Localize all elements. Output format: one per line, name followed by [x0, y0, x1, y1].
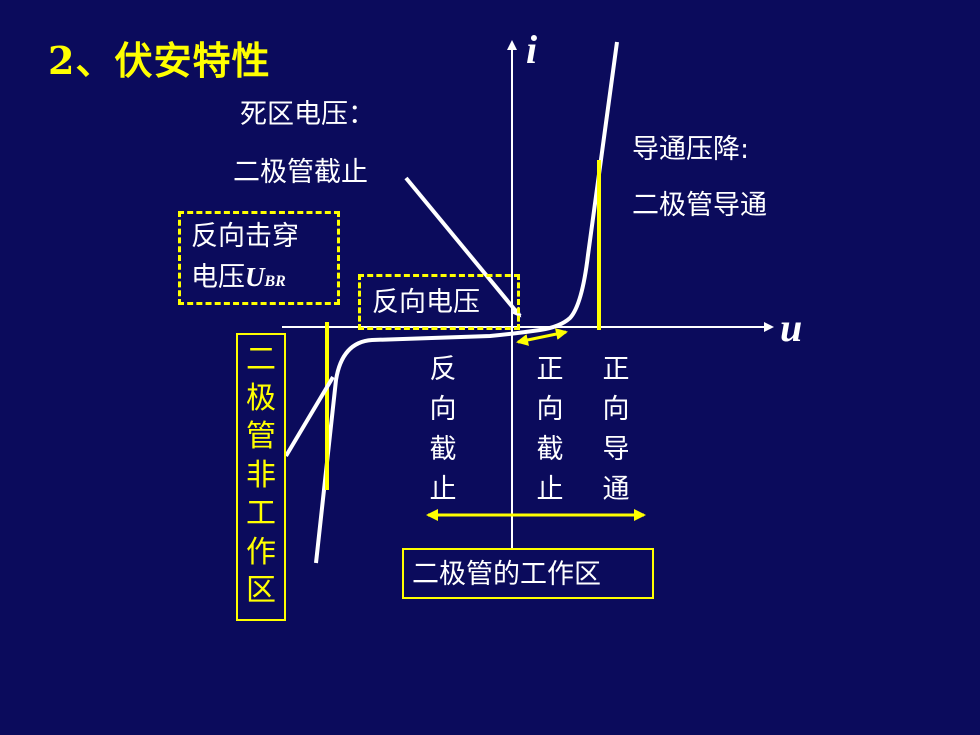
working-region-label: 二极管的工作区 [412, 559, 601, 590]
reverse-voltage-label: 反向电压 [372, 287, 480, 318]
u-axis-label: u [780, 305, 803, 350]
diode-conducting-label: 二极管导通 [632, 190, 767, 221]
reverse-breakdown-line1: 反向击穿 [191, 221, 299, 252]
reverse-voltage-box: 反向电压 [358, 274, 520, 330]
nonwork-pointer [284, 375, 335, 458]
non-working-region-box: 二极管非工作区 [236, 333, 286, 621]
working-region-box: 二极管的工作区 [402, 548, 654, 599]
forward-conduction-label: 正向导通 [602, 354, 630, 505]
page-title: 2、伏安特性 [48, 38, 271, 83]
diode-cutoff-label: 二极管截止 [233, 157, 368, 188]
i-axis-label: i [526, 27, 538, 72]
cutoff-pointer [404, 176, 522, 318]
forward-cutoff-label: 正向截止 [536, 354, 564, 505]
forward-drop-label: 导通压降: [632, 134, 750, 165]
dead-zone-voltage-label: 死区电压： [240, 99, 375, 130]
reverse-cutoff-label: 反向截止 [429, 354, 457, 505]
reverse-breakdown-box: 反向击穿 电压UBR [178, 211, 340, 305]
dead-zone-arrow [516, 328, 568, 346]
reverse-breakdown-line2: 电压UBR [191, 262, 286, 293]
